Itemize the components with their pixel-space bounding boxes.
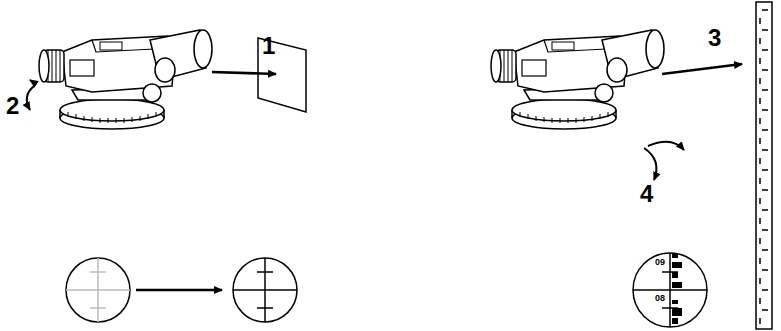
callout-number: 4 (640, 182, 653, 206)
callout-number: 2 (6, 94, 19, 118)
callout-number: 3 (708, 26, 721, 50)
staff-reading: 08 (654, 294, 666, 303)
staff-reading: 09 (654, 258, 666, 267)
callout-number: 1 (262, 34, 275, 58)
